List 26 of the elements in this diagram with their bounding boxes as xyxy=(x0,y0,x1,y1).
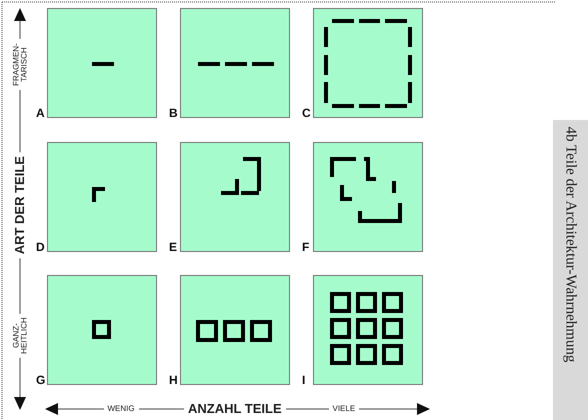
panel xyxy=(47,8,157,118)
panel xyxy=(313,142,423,252)
panel-letter: C xyxy=(302,107,311,119)
panel xyxy=(313,275,423,385)
panel-letter: B xyxy=(169,107,178,119)
panel-letter: D xyxy=(36,241,45,253)
panel-letter: F xyxy=(302,241,310,253)
panel xyxy=(180,275,290,385)
axis-end-label: GANZ- HEITLICH xyxy=(12,312,28,358)
side-tab xyxy=(553,120,588,420)
axis-title: ANZAHL TEILE xyxy=(184,403,286,416)
section-title: 4b Teile der Architektur-Wahrnehmung xyxy=(561,126,578,362)
panel xyxy=(47,275,157,385)
axis-end-label: VIELE xyxy=(328,405,360,413)
panel-letter: H xyxy=(169,374,178,386)
axis-end-label: FRAGMEN- TARISCH xyxy=(12,38,28,90)
axis-title: ART DER TEILE xyxy=(14,152,26,258)
panel xyxy=(180,142,290,252)
panel xyxy=(313,8,423,118)
panel xyxy=(180,8,290,118)
panel-letter: E xyxy=(169,241,178,253)
axis-end-label: WENIG xyxy=(104,405,139,413)
panel xyxy=(47,142,157,252)
panel-letter: I xyxy=(302,374,306,386)
panel-letter: A xyxy=(36,107,45,119)
panel-letter: G xyxy=(36,374,46,386)
